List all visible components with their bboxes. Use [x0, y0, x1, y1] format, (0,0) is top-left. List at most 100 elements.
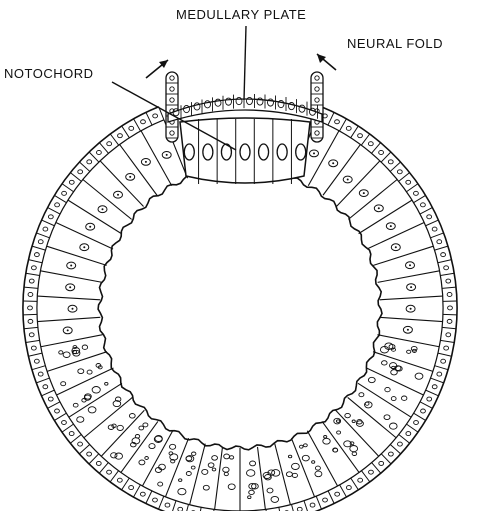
- nucleolus: [117, 194, 119, 196]
- yolk-granule: [191, 466, 195, 469]
- yolk-granule: [139, 460, 145, 465]
- nucleolus: [129, 176, 131, 178]
- yolk-granule: [286, 472, 292, 477]
- nucleolus: [166, 154, 168, 156]
- ectoderm-nucleus: [421, 203, 426, 207]
- nucleolus: [395, 246, 397, 248]
- ectoderm-nucleus: [310, 503, 315, 507]
- ectoderm-cell-wall: [172, 501, 176, 511]
- yolk-granule: [247, 470, 255, 477]
- ectoderm-nucleus: [28, 292, 33, 296]
- yolk-granule: [324, 436, 327, 439]
- yolk-granule: [170, 444, 176, 449]
- ectoderm-nucleus: [29, 279, 34, 283]
- ectoderm-cell-wall: [36, 378, 49, 383]
- ectoderm-nucleus: [388, 160, 393, 164]
- ectoderm-cell-wall: [199, 507, 202, 511]
- yolk-granule: [78, 369, 84, 374]
- label-neural-fold: NEURAL FOLD: [347, 36, 443, 51]
- yolk-granule: [345, 413, 351, 417]
- nucleolus: [363, 192, 365, 194]
- ectoderm-cell-wall: [438, 260, 452, 263]
- yolk-granule: [300, 445, 304, 448]
- ectoderm-cell-wall: [134, 119, 141, 131]
- ectoderm-cell-wall: [430, 233, 443, 238]
- yolk-granule: [352, 452, 357, 456]
- yolk-granule: [415, 373, 423, 379]
- ectoderm-nucleus: [38, 372, 43, 376]
- ectoderm-nucleus: [379, 461, 384, 465]
- nucleolus: [83, 246, 85, 248]
- ectoderm-cell-wall: [440, 340, 454, 342]
- column-cell-wall: [377, 335, 439, 347]
- ectoderm-nucleus: [346, 486, 351, 490]
- ectoderm-cell-wall: [26, 273, 40, 275]
- ectoderm-cell-wall: [32, 366, 45, 370]
- nucleolus: [72, 308, 74, 310]
- nucleolus: [407, 329, 409, 331]
- ectoderm-nucleus: [358, 478, 363, 482]
- ectoderm-nucleus: [153, 498, 158, 502]
- yolk-granule: [391, 397, 396, 401]
- ectoderm-nucleus: [406, 432, 411, 436]
- yolk-granule: [92, 387, 100, 394]
- ectoderm-nucleus: [397, 170, 402, 174]
- ectoderm-nucleus: [141, 120, 146, 124]
- yolk-granule: [382, 361, 388, 365]
- cavity-boundary: [98, 176, 382, 450]
- ectoderm-nucleus: [447, 319, 452, 323]
- ectoderm-cell-wall: [26, 340, 40, 342]
- yolk-granule: [315, 471, 322, 477]
- label-medullary-plate: MEDULLARY PLATE: [176, 7, 306, 22]
- ectoderm-nucleus: [432, 385, 437, 389]
- ectoderm-cell-wall: [340, 485, 347, 497]
- column-cell-wall: [307, 431, 337, 486]
- ectoderm-cell-wall: [351, 126, 359, 138]
- ectoderm-cell-wall: [406, 184, 417, 192]
- ectoderm-nucleus: [368, 142, 373, 146]
- yolk-granule: [208, 463, 214, 468]
- ectoderm-nucleus: [43, 385, 48, 389]
- ectoderm-cell-wall: [146, 491, 152, 504]
- label-notochord: NOTOCHORD: [4, 66, 93, 81]
- ectoderm-cell-wall: [426, 390, 439, 396]
- ectoderm-nucleus: [97, 150, 102, 154]
- yolk-granule: [212, 468, 216, 471]
- yolk-granule: [192, 452, 196, 455]
- column-cell-wall: [373, 246, 433, 265]
- yolk-granule: [271, 496, 279, 502]
- ectoderm-cell-wall: [28, 353, 42, 356]
- ectoderm-cell-wall: [42, 390, 55, 396]
- yolk-granule: [139, 426, 144, 430]
- yolk-granule: [368, 377, 375, 382]
- yolk-granule: [292, 473, 297, 477]
- ectoderm-nucleus: [69, 432, 74, 436]
- ectoderm-cell-wall: [122, 126, 130, 138]
- ectoderm-nucleus: [421, 409, 426, 413]
- ectoderm-nucleus: [444, 266, 449, 270]
- ectoderm-cell-wall: [62, 424, 73, 432]
- yolk-granule: [111, 453, 117, 458]
- ectoderm-nucleus: [78, 442, 83, 446]
- yolk-granule: [384, 415, 390, 420]
- notochord: [180, 118, 310, 183]
- ectoderm-nucleus: [447, 292, 452, 296]
- ectoderm-nucleus: [87, 160, 92, 164]
- nucleolus: [390, 225, 392, 227]
- ectoderm-nucleus: [153, 114, 158, 118]
- yolk-granule: [77, 417, 84, 423]
- column-cell-wall: [275, 444, 291, 505]
- column-cell-wall: [57, 368, 114, 395]
- yolk-granule: [292, 463, 300, 469]
- ectoderm-cell-wall: [426, 220, 439, 226]
- ectoderm-nucleus: [427, 397, 432, 401]
- ectoderm-nucleus: [437, 240, 442, 244]
- arrow-right-fold-head: [317, 54, 326, 63]
- ectoderm-nucleus: [28, 306, 33, 310]
- ectoderm-cell-wall: [48, 402, 60, 408]
- ectoderm-nucleus: [323, 498, 328, 502]
- ectoderm-nucleus: [87, 452, 92, 456]
- yolk-granule: [230, 456, 234, 459]
- ectoderm-nucleus: [369, 470, 374, 474]
- ectoderm-cell-wall: [159, 496, 164, 509]
